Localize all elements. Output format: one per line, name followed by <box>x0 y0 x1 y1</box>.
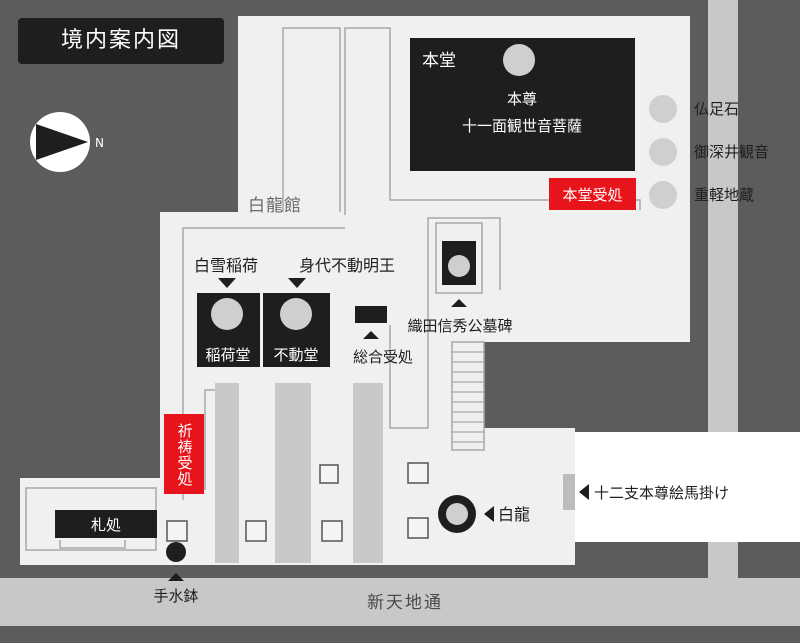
inari-statue-icon <box>211 298 243 330</box>
main-hall-deity-line1: 本尊 <box>507 90 537 108</box>
inari-do-label: 稲荷堂 <box>205 346 250 364</box>
general-reception-label: 総合受処 <box>353 348 413 366</box>
prayer-reception-text: 祈祷受処 <box>164 416 204 494</box>
side-statue-label: 仏足石 <box>694 100 739 118</box>
amulet-step <box>59 540 126 549</box>
street-new-tenchi <box>0 578 800 626</box>
ema-board <box>563 474 575 510</box>
pointer-down-icon <box>288 278 306 288</box>
main-hall-label: 本堂 <box>422 51 456 71</box>
street-label: 新天地通 <box>367 593 443 613</box>
stairs <box>451 341 485 451</box>
compass-arrow-icon <box>36 124 88 160</box>
side-statue-icon <box>649 95 677 123</box>
stone-lantern <box>321 520 343 542</box>
approach-stripe <box>215 383 239 563</box>
path-outline-a <box>282 27 341 212</box>
stone-lantern <box>166 520 188 542</box>
hall-reception[interactable] <box>549 178 636 210</box>
zodiac-ema-label: 十二支本尊絵馬掛け <box>594 484 729 502</box>
fudo-do-label: 不動堂 <box>273 346 318 364</box>
side-statue-label: 重軽地蔵 <box>694 186 754 204</box>
amulet-office[interactable] <box>55 510 157 538</box>
ema-label-box <box>575 432 800 542</box>
pointer-up-icon <box>451 299 467 307</box>
water-basin-icon <box>166 542 186 562</box>
path-outline-e <box>389 217 501 429</box>
main-hall-deity-line2: 十一面観世音菩薩 <box>462 117 582 135</box>
pointer-up-icon <box>168 573 184 581</box>
path-outline-b <box>344 27 641 215</box>
amulet-office-label: 札処 <box>91 516 121 534</box>
oda-monument-label: 織田信秀公墓碑 <box>407 317 512 335</box>
pointer-down-icon <box>218 278 236 288</box>
hall-reception-label: 本堂受処 <box>562 186 622 204</box>
pointer-left-icon <box>579 484 589 500</box>
white-dragon-label: 白龍 <box>498 505 530 524</box>
approach-stripe <box>275 383 311 563</box>
approach-stripe <box>353 383 383 563</box>
pointer-left-icon <box>484 506 494 522</box>
pointer-up-icon <box>363 331 379 339</box>
white-dragon-icon <box>446 503 468 525</box>
migawari-fudo-label: 身代不動明王 <box>299 256 395 275</box>
prayer-reception[interactable] <box>164 414 204 494</box>
fudo-statue-icon <box>280 298 312 330</box>
side-statue-icon <box>649 138 677 166</box>
compass-north-label: N <box>95 136 104 150</box>
stone-lantern <box>407 517 429 539</box>
hakusetsu-inari-label: 白雪稲荷 <box>194 256 258 275</box>
hakuryukan-label: 白龍館 <box>248 196 302 216</box>
side-statue-label: 御深井観音 <box>694 143 769 161</box>
map-title: 境内案内図 <box>18 18 224 64</box>
stone-lantern <box>407 462 429 484</box>
water-basin-label: 手水鉢 <box>153 587 198 605</box>
path-outline-c <box>182 227 345 500</box>
prayer-reception-label: 祈祷受処 <box>175 423 194 487</box>
stone-lantern <box>245 520 267 542</box>
side-statue-icon <box>649 181 677 209</box>
path-outline-d <box>204 389 215 490</box>
main-hall-statue-icon <box>503 44 535 76</box>
monument-stone-icon <box>448 255 470 277</box>
stone-lantern <box>319 464 339 484</box>
general-reception[interactable] <box>355 306 387 323</box>
